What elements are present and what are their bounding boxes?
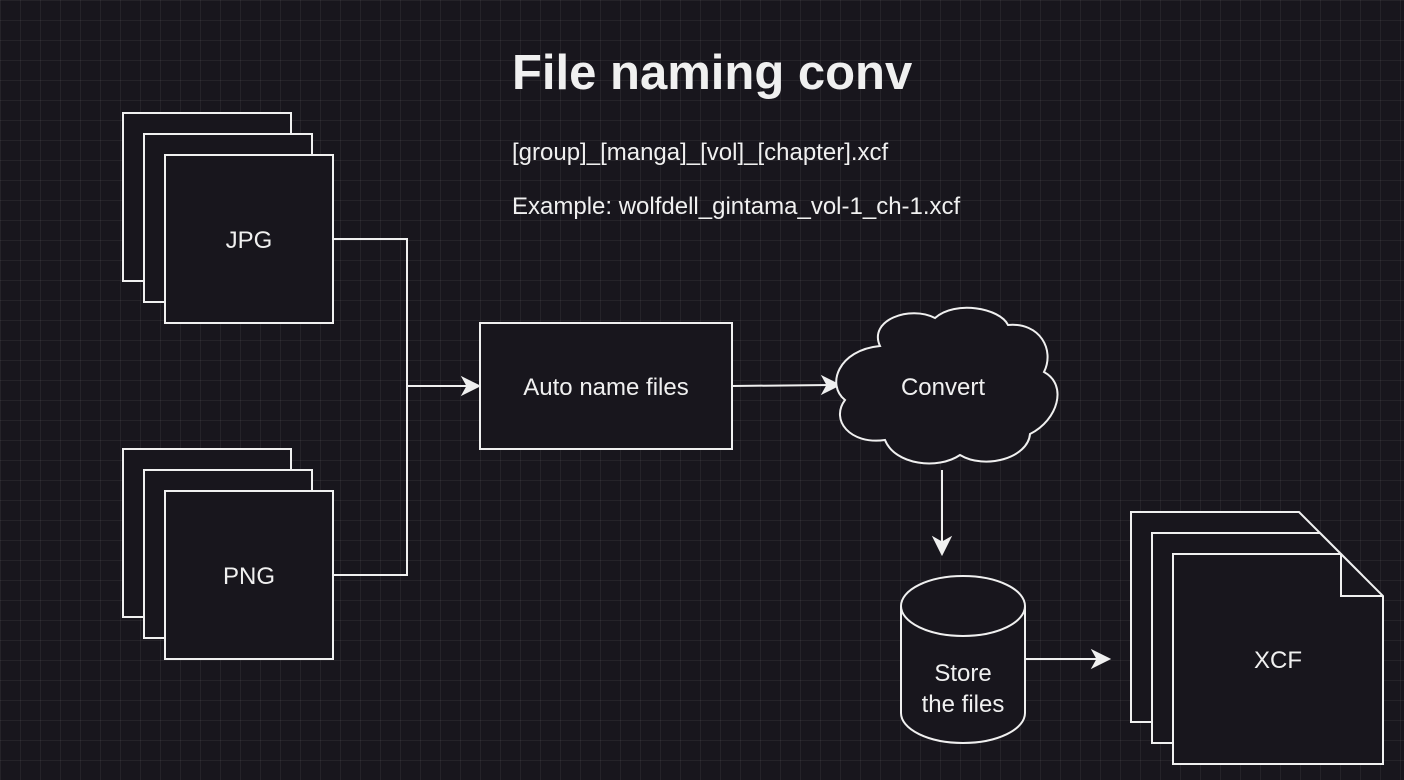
auto-name-box bbox=[479, 322, 733, 450]
convert-cloud-shape bbox=[835, 306, 1059, 465]
arrowhead-store bbox=[931, 535, 953, 557]
convert-label: Convert bbox=[901, 374, 985, 401]
xcf-stack-front bbox=[1172, 553, 1384, 765]
store-files-node[interactable]: Store the files bbox=[900, 575, 1026, 744]
auto-name-label: Auto name files bbox=[523, 374, 688, 401]
naming-pattern: [group]_[manga]_[vol]_[chapter].xcf bbox=[512, 139, 889, 166]
jpg-stack-front bbox=[164, 154, 334, 324]
edge-png-to-merge bbox=[333, 386, 408, 576]
arrowhead-xcf bbox=[1090, 648, 1112, 670]
edge-autoname-to-convert bbox=[731, 384, 831, 387]
xcf-folded-corner bbox=[1340, 554, 1383, 597]
edge-jpg-to-merge bbox=[333, 238, 408, 386]
diagram-title: File naming conv bbox=[512, 46, 913, 100]
xcf-label: XCF bbox=[1254, 647, 1302, 674]
auto-name-files-node[interactable]: Auto name files bbox=[479, 322, 733, 450]
xcf-files-node[interactable]: XCF bbox=[1130, 511, 1384, 765]
jpg-label: JPG bbox=[226, 227, 273, 254]
png-label: PNG bbox=[223, 563, 275, 590]
jpg-files-node[interactable]: JPG bbox=[122, 112, 334, 324]
png-stack-front bbox=[164, 490, 334, 660]
arrowhead-autoname bbox=[460, 375, 482, 397]
png-files-node[interactable]: PNG bbox=[122, 448, 334, 660]
store-label-line2: the files bbox=[922, 691, 1005, 718]
arrowhead-convert bbox=[820, 374, 842, 396]
naming-example: Example: wolfdell_gintama_vol-1_ch-1.xcf bbox=[512, 193, 961, 220]
store-cylinder-rim bbox=[900, 605, 1026, 637]
convert-cloud-node[interactable]: Convert bbox=[835, 306, 1059, 465]
store-cylinder-body bbox=[900, 575, 1026, 744]
store-label-line1: Store bbox=[934, 660, 991, 687]
